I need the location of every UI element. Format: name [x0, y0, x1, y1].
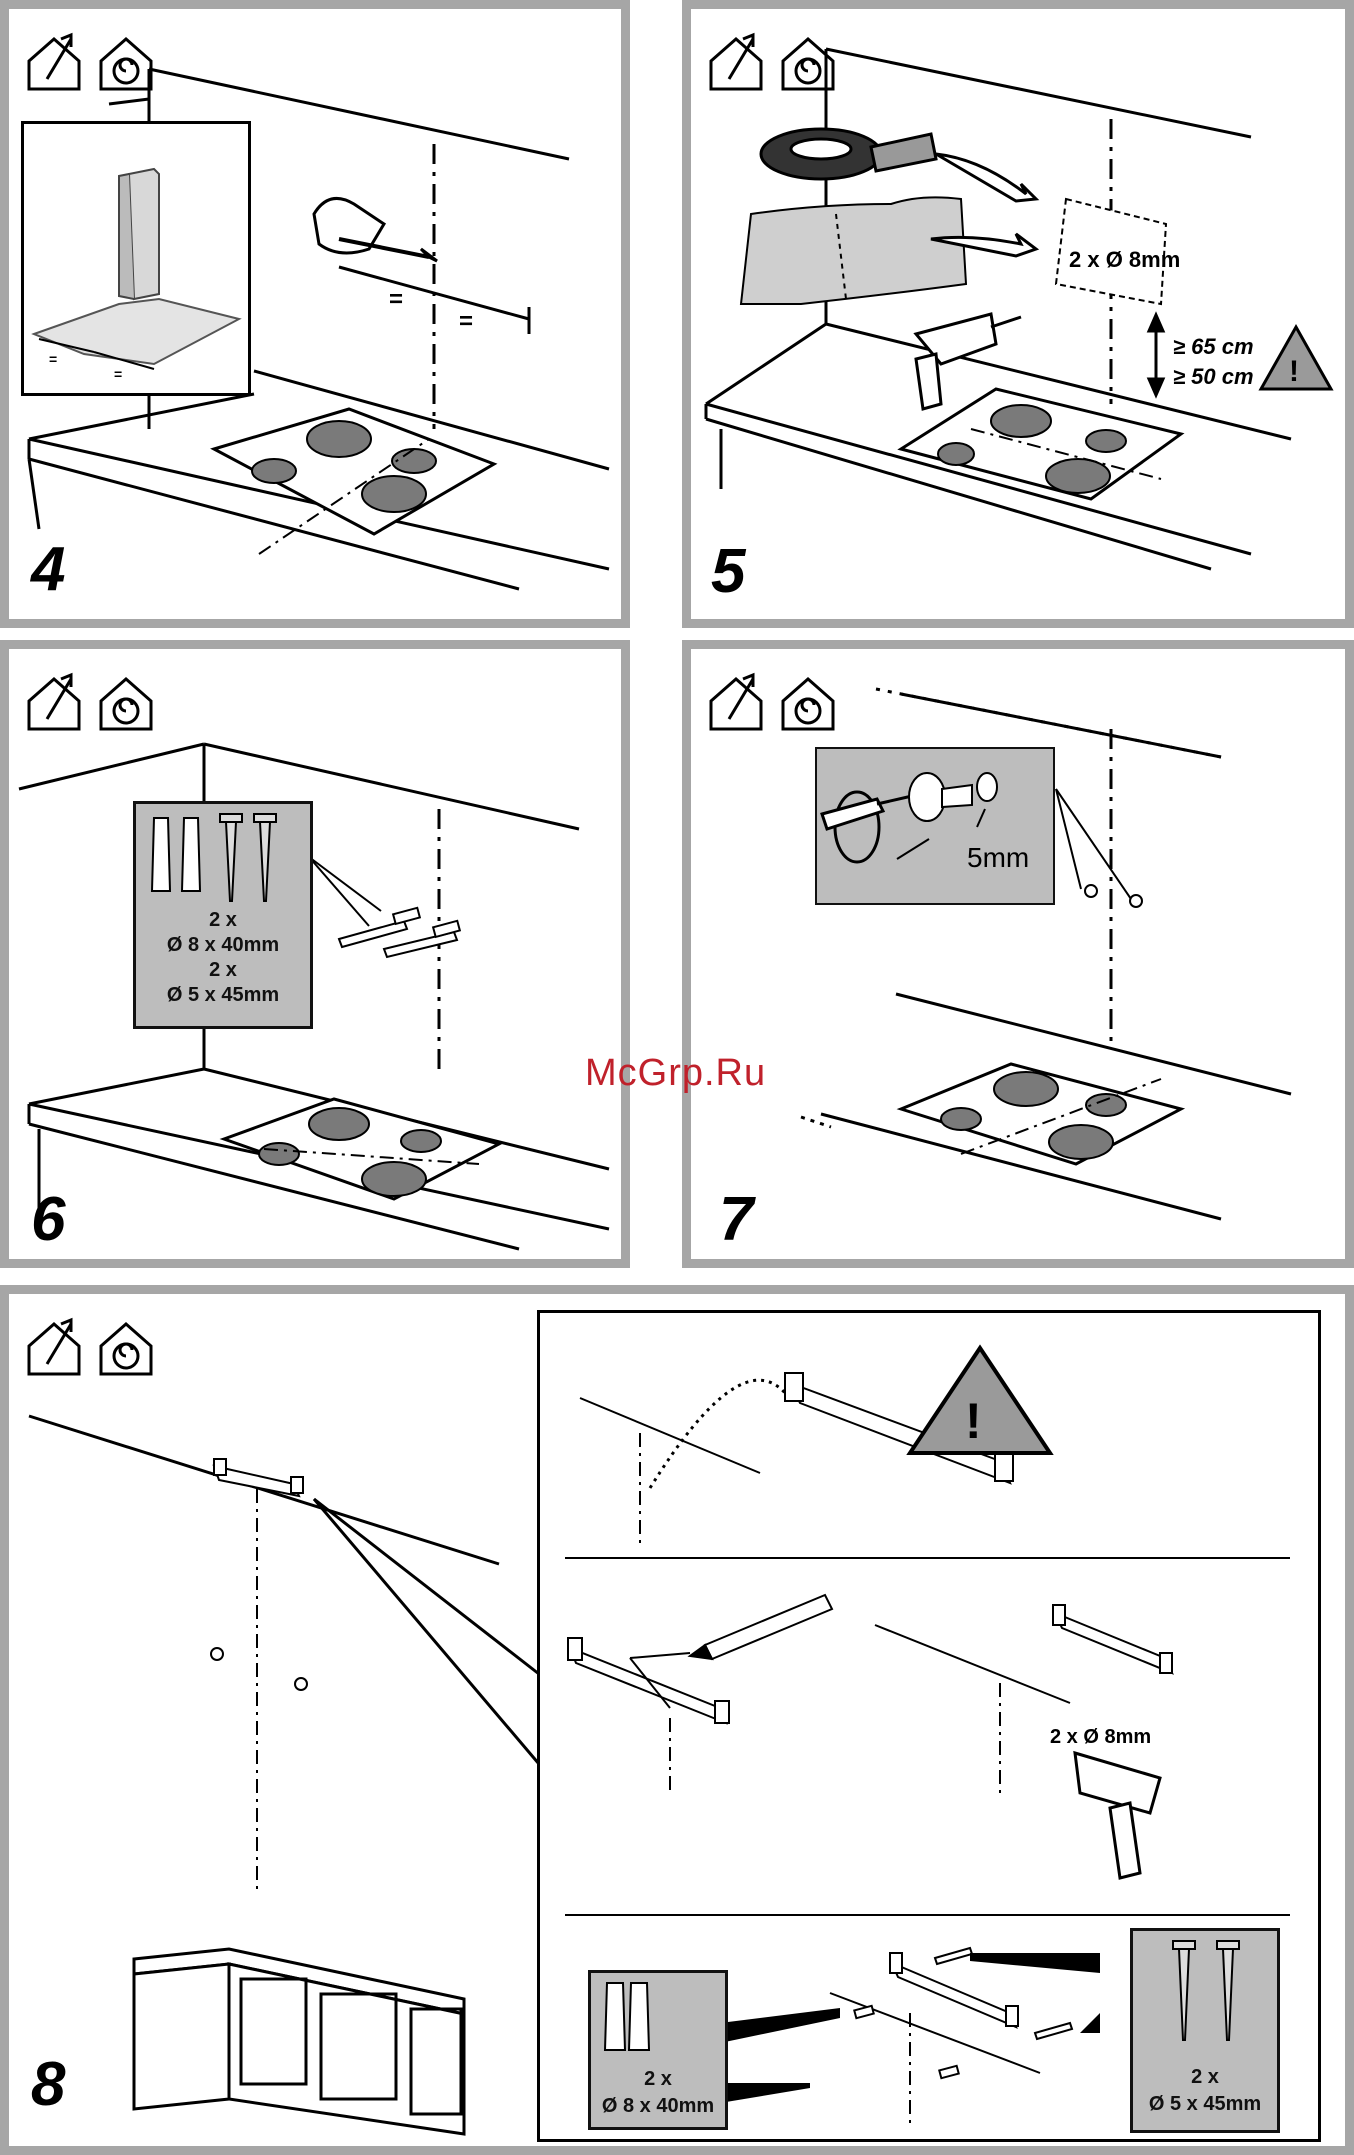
eq-mark: = — [49, 351, 57, 367]
warning-mark: ! — [965, 1393, 982, 1449]
step-number: 6 — [31, 1189, 65, 1251]
hole-label: 2 x Ø 8mm — [1069, 247, 1180, 272]
burner — [1046, 459, 1110, 493]
mounting-bracket — [214, 1459, 303, 1496]
burner — [1086, 430, 1126, 452]
burner — [1086, 1094, 1126, 1116]
step-number: 8 — [31, 2054, 65, 2116]
screw-qty: 2 x — [1133, 2066, 1277, 2089]
drill-hole-label: 2 x Ø 8mm — [1050, 1726, 1151, 1748]
plug-size: Ø 8 x 40mm — [591, 2095, 725, 2118]
burner — [259, 1143, 299, 1165]
screw-size: Ø 5 x 45mm — [136, 984, 310, 1007]
burner — [991, 405, 1051, 437]
wall-cabinets — [134, 1949, 464, 2134]
tape-roll-icon — [761, 129, 936, 179]
eq-mark: = — [389, 286, 403, 313]
burner — [401, 1130, 441, 1152]
plug-qty: 2 x — [591, 2068, 725, 2091]
burner — [309, 1108, 369, 1140]
step-7-panel: 5mm 7 — [682, 640, 1354, 1268]
screws-box: 2 x Ø 5 x 45mm — [1130, 1928, 1280, 2133]
step-5-illustration: 2 x Ø 8mm ≥ 65 cm ≥ 50 cm ! — [691, 9, 1345, 619]
burner — [1049, 1125, 1113, 1159]
screwdriver-icon — [822, 792, 912, 862]
step-6-illustration — [9, 649, 621, 1259]
burner — [941, 1108, 981, 1130]
recirculation-mode-icon — [101, 679, 151, 729]
recirculation-mode-icon — [783, 679, 833, 729]
gap-label: 5mm — [967, 842, 1029, 873]
burner — [307, 421, 371, 457]
step-8-panel: 8 ! — [0, 1285, 1354, 2155]
wall-plug-icon — [152, 818, 200, 891]
exhaust-mode-icon — [711, 675, 761, 729]
eq-mark: = — [114, 366, 122, 382]
step-number: 5 — [711, 541, 745, 603]
warning-mark: ! — [1289, 355, 1299, 388]
step-number: 4 — [31, 539, 65, 601]
screw-icon — [1173, 1941, 1239, 2040]
step-8-overview — [9, 1294, 549, 2146]
exhaust-mode-icon — [29, 1320, 79, 1374]
burner — [362, 1162, 426, 1196]
burner — [362, 476, 426, 512]
hand-marking-icon — [314, 198, 437, 261]
paper-template — [741, 197, 966, 304]
recirculation-mode-icon — [101, 39, 151, 89]
recirculation-mode-icon — [101, 1324, 151, 1374]
plug-size: Ø 8 x 40mm — [136, 934, 310, 957]
step-7-illustration — [691, 649, 1345, 1259]
exhaust-mode-icon — [711, 35, 761, 89]
screw-size: Ø 5 x 45mm — [1133, 2093, 1277, 2116]
step-number: 7 — [719, 1189, 753, 1251]
burner — [994, 1072, 1058, 1106]
screw-qty: 2 x — [136, 959, 310, 982]
mounting-bracket — [1053, 1605, 1172, 1673]
exhaust-mode-icon — [29, 675, 79, 729]
wall-plugs-box: 2 x Ø 8 x 40mm — [588, 1970, 728, 2130]
burner — [392, 449, 436, 473]
burner — [938, 443, 974, 465]
watermark: McGrp.Ru — [585, 1052, 766, 1095]
plug-qty: 2 x — [136, 909, 310, 932]
electric-distance-label: ≥ 50 cm — [1173, 364, 1254, 389]
screw-depth-detail: 5mm — [815, 747, 1055, 905]
step-5-panel: 2 x Ø 8mm ≥ 65 cm ≥ 50 cm ! 5 — [682, 0, 1354, 628]
pencil-icon — [690, 1595, 832, 1659]
fixings-kit-box: 2 x Ø 8 x 40mm 2 x Ø 5 x 45mm — [133, 801, 313, 1029]
hood-inset: = = — [21, 121, 251, 396]
gas-distance-label: ≥ 65 cm — [1173, 334, 1254, 359]
drill-icon — [1075, 1753, 1160, 1878]
burner — [252, 459, 296, 483]
wall-plug-icon — [605, 1983, 649, 2050]
exhaust-mode-icon — [29, 35, 79, 89]
step-4-panel: = = = = 4 — [0, 0, 630, 628]
eq-mark: = — [459, 308, 473, 335]
screw-icon — [220, 814, 276, 901]
step-8-detail-frame: ! 2 x Ø 8mm — [537, 1310, 1321, 2142]
step-6-panel: 2 x Ø 8 x 40mm 2 x Ø 5 x 45mm 6 — [0, 640, 630, 1268]
